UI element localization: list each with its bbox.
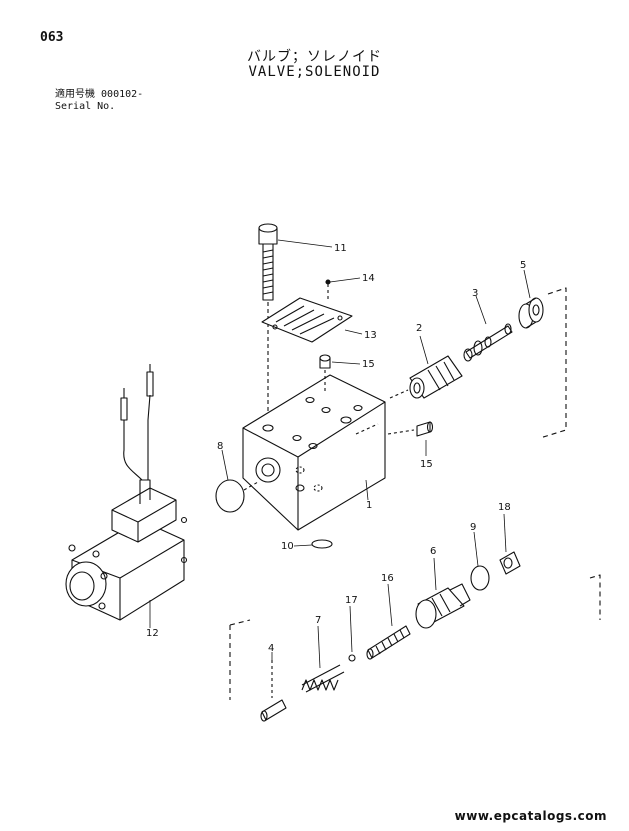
spring-7 (301, 664, 345, 693)
assembly-line-right (539, 287, 567, 439)
callout-8: 8 (217, 441, 223, 452)
callout-15-right: 15 (420, 459, 433, 470)
serial-label-jp: 適用号機 (55, 89, 95, 100)
plug-15-top (319, 354, 331, 392)
o-ring-10 (311, 539, 333, 549)
bolt-11 (258, 223, 278, 420)
callout-11: 11 (334, 243, 347, 254)
callout-18: 18 (498, 502, 511, 513)
callout-17: 17 (345, 595, 358, 606)
cap-5 (518, 297, 544, 329)
callout-12: 12 (146, 628, 159, 639)
callout-4: 4 (268, 643, 274, 654)
plate-13 (261, 297, 353, 343)
callout-1: 1 (366, 500, 372, 511)
o-ring-8 (215, 479, 245, 513)
serial-label-en: Serial No. (55, 101, 116, 112)
solenoid-12 (65, 364, 188, 621)
plug-15-right (387, 421, 434, 437)
callout-numbers: 11 14 13 15 1 2 3 5 15 8 10 12 4 7 17 16… (146, 243, 526, 654)
o-ring-9 (470, 565, 490, 591)
serial-block: 適用号機 000102- Serial No. (55, 89, 143, 113)
callout-15-top: 15 (362, 359, 375, 370)
screw-14 (325, 279, 331, 300)
spool-3 (463, 323, 513, 362)
assembly-line-bottom (229, 619, 251, 700)
leader-lines (149, 239, 531, 669)
page-number: 063 (40, 30, 64, 45)
serial-value: 000102- (101, 89, 144, 100)
callout-5: 5 (520, 260, 526, 271)
callout-6: 6 (430, 546, 436, 557)
callout-9: 9 (470, 522, 476, 533)
spool-16 (366, 625, 411, 660)
pin-4 (260, 660, 287, 722)
callout-10: 10 (281, 541, 294, 552)
valve-body-1 (242, 374, 386, 531)
callout-13: 13 (364, 330, 377, 341)
title-japanese: バルブ；ソレノイド (247, 49, 382, 65)
nut-18 (499, 551, 521, 575)
callout-3: 3 (472, 288, 478, 299)
callout-7: 7 (315, 615, 321, 626)
callout-2: 2 (416, 323, 422, 334)
spool-2 (389, 355, 463, 399)
title-english: VALVE;SOLENOID (248, 64, 381, 80)
ball-17 (348, 654, 356, 662)
plug-6 (415, 583, 471, 629)
footer-url[interactable]: www.epcatalogs.com (454, 809, 607, 823)
callout-16: 16 (381, 573, 394, 584)
callout-14: 14 (362, 273, 375, 284)
